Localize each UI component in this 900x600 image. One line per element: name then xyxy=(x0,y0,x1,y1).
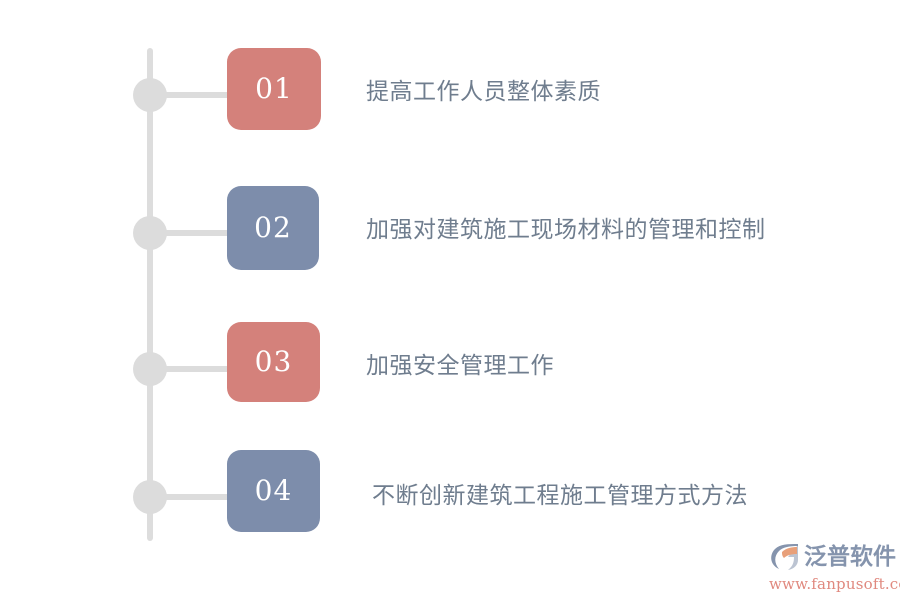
timeline-connector xyxy=(162,366,234,372)
timeline-connector xyxy=(162,92,234,98)
timeline-node-dot xyxy=(133,352,167,386)
brand-url: www.fanpusoft.com xyxy=(769,575,900,593)
brand-lockup: 泛普软件 xyxy=(768,540,898,574)
step-description: 不断创新建筑工程施工管理方式方法 xyxy=(372,482,748,508)
timeline-node-dot xyxy=(133,216,167,250)
brand-watermark: 泛普软件 www.fanpusoft.com xyxy=(768,540,900,595)
timeline-connector xyxy=(162,230,234,236)
step-number-label: 04 xyxy=(254,474,293,507)
step-number-badge: 03 xyxy=(227,322,320,402)
step-description: 加强安全管理工作 xyxy=(366,352,554,378)
timeline-item-02: 02 加强对建筑施工现场材料的管理和控制 xyxy=(0,186,900,276)
timeline-item-01: 01 提高工作人员整体素质 xyxy=(0,48,900,138)
timeline-item-03: 03 加强安全管理工作 xyxy=(0,322,900,412)
fanpu-c-mark-icon xyxy=(768,542,802,572)
timeline-item-04: 04 不断创新建筑工程施工管理方式方法 xyxy=(0,450,900,542)
step-number-label: 01 xyxy=(255,72,293,105)
timeline-node-dot xyxy=(133,480,167,514)
step-description: 提高工作人员整体素质 xyxy=(366,78,601,104)
step-number-badge: 02 xyxy=(227,186,319,270)
timeline-spine xyxy=(147,48,153,541)
step-description: 加强对建筑施工现场材料的管理和控制 xyxy=(366,216,766,242)
step-number-label: 02 xyxy=(254,211,292,244)
timeline-connector xyxy=(162,494,234,500)
step-number-badge: 04 xyxy=(227,450,320,532)
timeline-node-dot xyxy=(133,78,167,112)
step-number-label: 03 xyxy=(254,345,293,378)
step-number-badge: 01 xyxy=(227,48,321,130)
brand-name: 泛普软件 xyxy=(804,543,896,570)
